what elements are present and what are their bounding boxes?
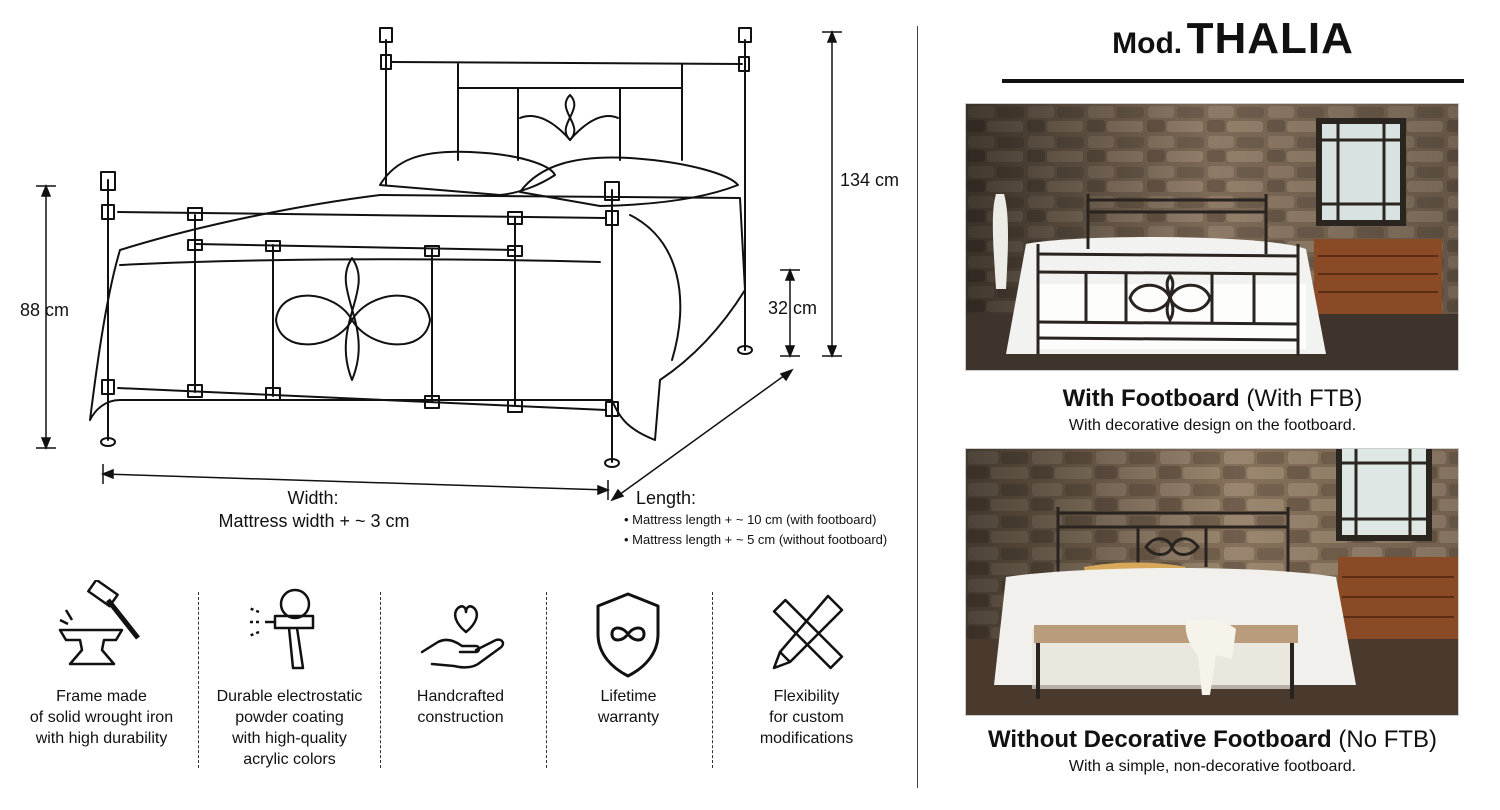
ruler-pencil-icon (772, 594, 844, 670)
variant-without-footboard-title: Without Decorative Footboard (No FTB) (987, 726, 1438, 753)
title-prefix: Mod. (1112, 27, 1183, 60)
bed-line-drawing (36, 27, 842, 502)
anvil-hammer-icon (58, 580, 140, 666)
feature-separator (198, 592, 199, 768)
variant-without-footboard-subtitle: With a simple, non-decorative footboard. (1068, 758, 1357, 775)
length-note-with-footboard: • Mattress length + ~ 10 cm (with footbo… (624, 512, 877, 527)
length-note-without-footboard: • Mattress length + ~ 5 cm (without foot… (624, 532, 888, 547)
width-value: Mattress width + ~ 3 cm (218, 511, 410, 531)
variant-with-footboard-subtitle: With decorative design on the footboard. (1068, 417, 1357, 434)
width-title: Width: (287, 488, 339, 508)
photo-with-footboard (966, 104, 1458, 370)
infinity-shield-icon (596, 592, 660, 678)
title-model: THALIA (1186, 14, 1354, 63)
dimension-footboard-height: 88 cm (20, 300, 70, 320)
page-title: Mod. THALIA (1000, 14, 1466, 64)
column-divider (917, 26, 918, 788)
feature-separator (712, 592, 713, 768)
photo-without-footboard (966, 449, 1458, 715)
length-title: Length: (636, 488, 697, 508)
title-underline (1002, 79, 1464, 83)
dimension-total-height: 134 cm (840, 170, 900, 190)
feature-separator (380, 592, 381, 768)
feature-separator (546, 592, 547, 768)
variant-with-footboard-title: With Footboard (With FTB) (1062, 385, 1363, 412)
heart-hand-icon (420, 605, 505, 669)
spray-gun-icon (247, 588, 315, 670)
dimension-leg-clearance: 32 cm (768, 298, 818, 318)
